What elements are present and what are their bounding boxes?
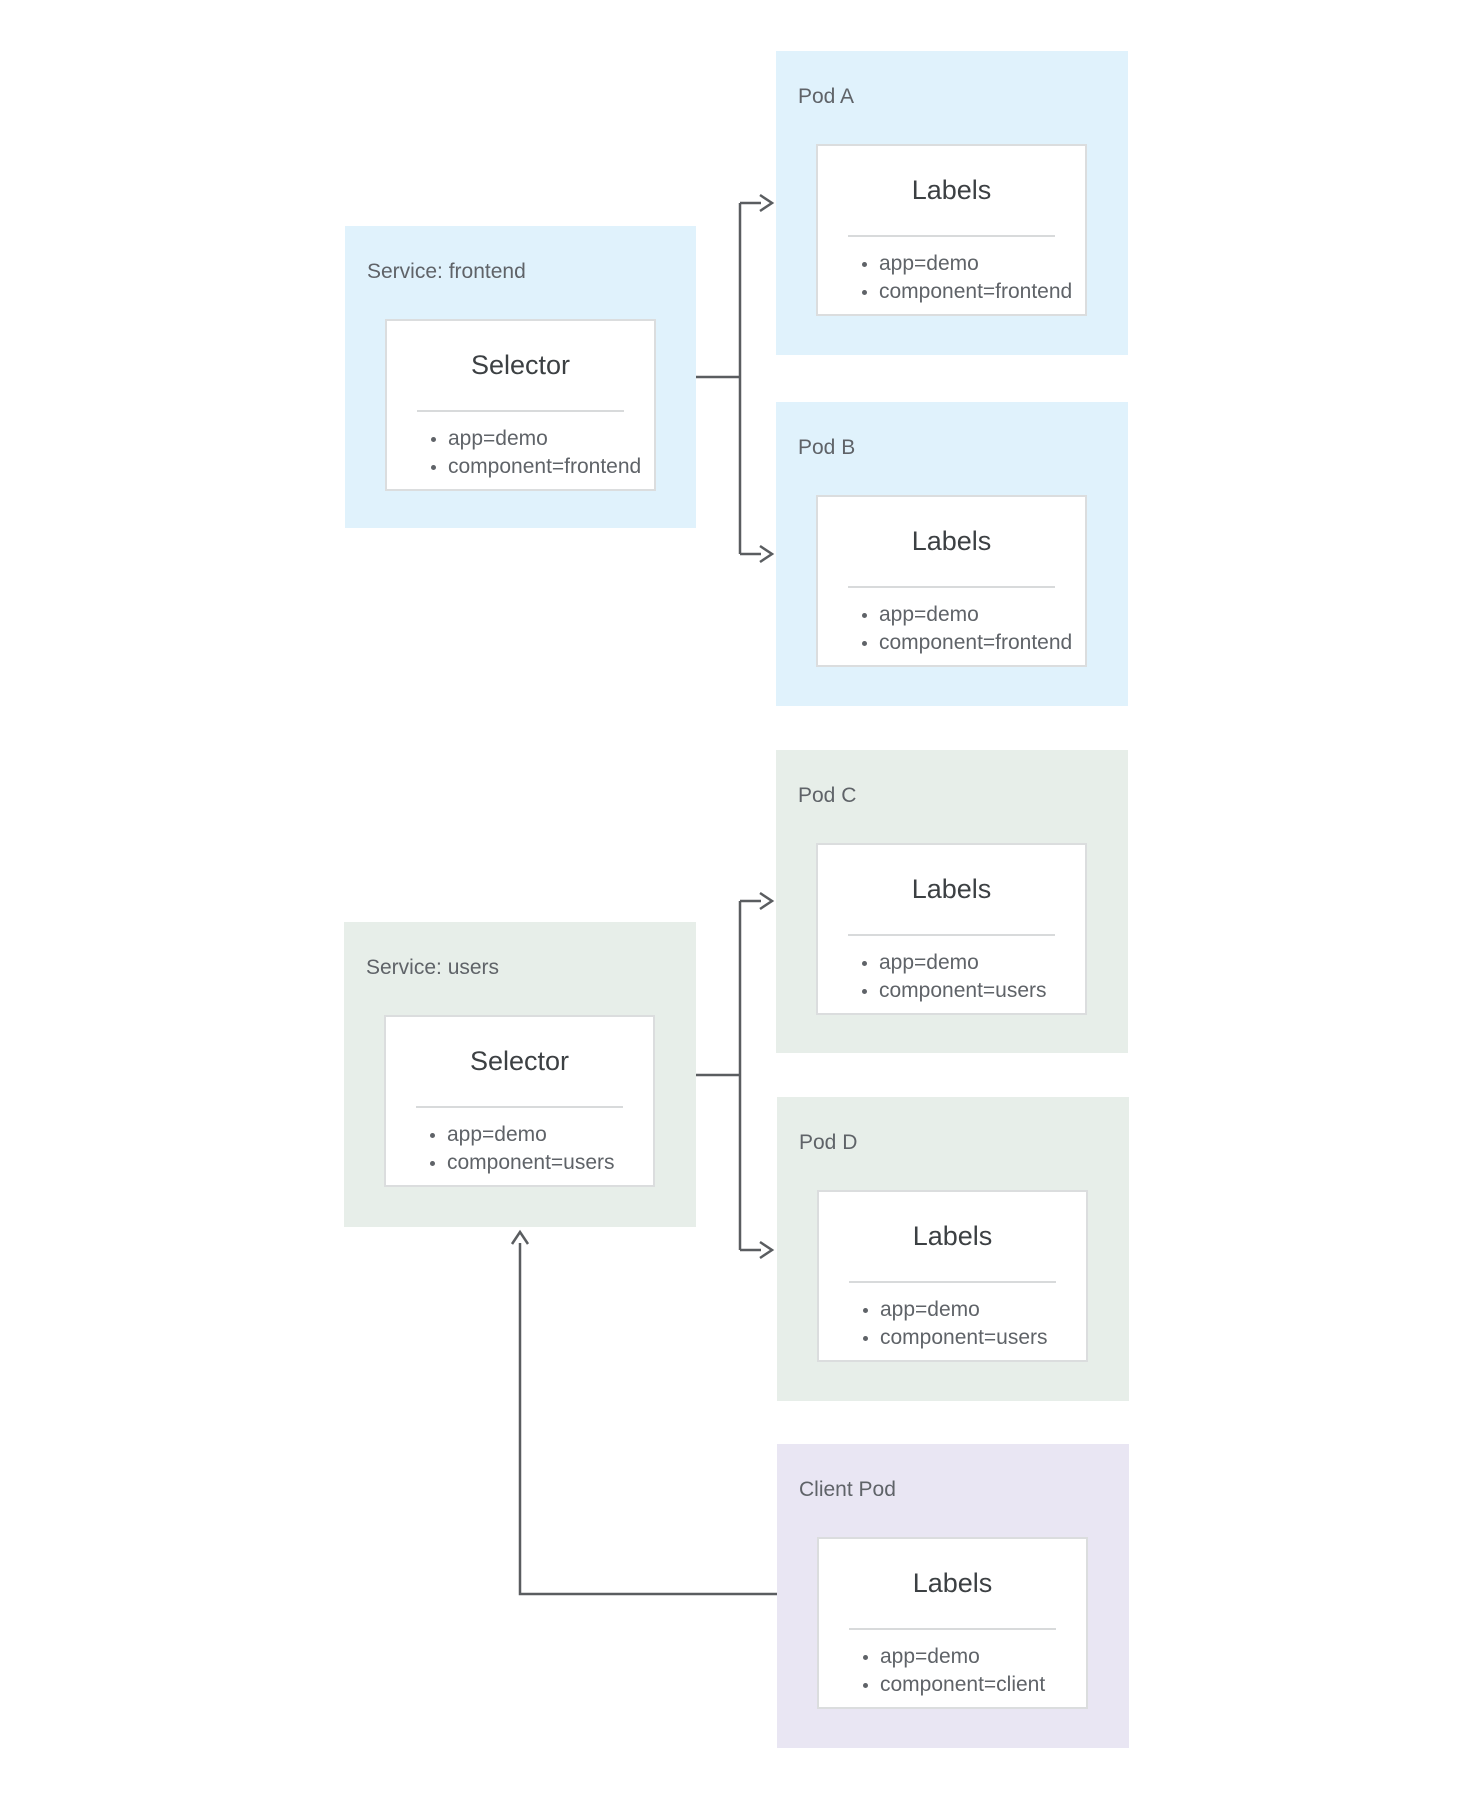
client-pod-label: Client Pod [799, 1478, 896, 1501]
service-frontend-box: Service: frontend Selector app=demo comp… [345, 226, 696, 528]
arrowhead-pod-d [759, 1240, 775, 1260]
card-divider [848, 235, 1055, 237]
label-list: app=demo component=client [819, 1643, 1086, 1699]
card-heading: Labels [911, 526, 992, 556]
label-item: app=demo [862, 601, 1085, 629]
label-item: component=users [862, 977, 1085, 1005]
pod-c-box: Pod C Labels app=demo component=users [776, 750, 1128, 1053]
pod-a-label: Pod A [798, 85, 855, 108]
label-item: app=demo [862, 250, 1085, 278]
label-list: app=demo component=users [818, 949, 1085, 1005]
pod-d-labels-card: Labels app=demo component=users [817, 1190, 1088, 1362]
arrowhead-pod-b [759, 544, 775, 564]
service-frontend-selector-card: Selector app=demo component=frontend [385, 319, 656, 491]
pod-c-label: Pod C [798, 784, 857, 807]
label-item: app=demo [863, 1643, 1086, 1671]
service-users-label: Service: users [366, 956, 500, 979]
card-divider [416, 1106, 623, 1108]
arrow-service-users-to-pods [696, 891, 775, 1260]
service-frontend-label: Service: frontend [367, 260, 526, 283]
label-item: component=frontend [431, 453, 654, 481]
label-list: app=demo component=frontend [818, 601, 1085, 657]
label-list: app=demo component=frontend [818, 250, 1085, 306]
card-divider [848, 586, 1055, 588]
card-heading: Labels [911, 175, 992, 205]
label-item: app=demo [862, 949, 1085, 977]
pod-b-label: Pod B [798, 436, 856, 459]
arrow-elbow [518, 1243, 777, 1596]
label-item: component=users [430, 1149, 653, 1177]
label-item: component=users [863, 1324, 1086, 1352]
label-list: app=demo component=users [386, 1121, 653, 1177]
card-heading: Labels [912, 1568, 993, 1598]
pod-a-labels-card: Labels app=demo component=frontend [816, 144, 1087, 316]
card-heading: Labels [911, 874, 992, 904]
client-pod-labels-card: Labels app=demo component=client [817, 1537, 1088, 1709]
pod-d-box: Pod D Labels app=demo component=users [777, 1097, 1129, 1401]
card-divider [849, 1281, 1056, 1283]
service-users-box: Service: users Selector app=demo compone… [344, 922, 696, 1227]
label-item: component=frontend [862, 278, 1085, 306]
card-heading: Selector [469, 1046, 570, 1076]
label-list: app=demo component=users [819, 1296, 1086, 1352]
pod-b-labels-card: Labels app=demo component=frontend [816, 495, 1087, 667]
card-heading: Selector [470, 350, 571, 380]
label-item: app=demo [863, 1296, 1086, 1324]
pod-a-box: Pod A Labels app=demo component=frontend [776, 51, 1128, 355]
arrowhead-pod-c [759, 891, 775, 911]
label-item: component=frontend [862, 629, 1085, 657]
card-divider [417, 410, 624, 412]
label-item: app=demo [430, 1121, 653, 1149]
label-list: app=demo component=frontend [387, 425, 654, 481]
pod-c-labels-card: Labels app=demo component=users [816, 843, 1087, 1015]
arrowhead-service-users [510, 1229, 530, 1245]
service-users-selector-card: Selector app=demo component=users [384, 1015, 655, 1187]
arrow-service-frontend-to-pods [696, 193, 775, 564]
card-divider [849, 1628, 1056, 1630]
client-pod-box: Client Pod Labels app=demo component=cli… [777, 1444, 1129, 1748]
pod-d-label: Pod D [799, 1131, 858, 1154]
arrow-client-pod-to-service-users [510, 1229, 777, 1596]
pod-b-box: Pod B Labels app=demo component=frontend [776, 402, 1128, 706]
card-heading: Labels [912, 1221, 993, 1251]
arrowhead-pod-a [759, 193, 775, 213]
label-item: component=client [863, 1671, 1086, 1699]
label-item: app=demo [431, 425, 654, 453]
card-divider [848, 934, 1055, 936]
